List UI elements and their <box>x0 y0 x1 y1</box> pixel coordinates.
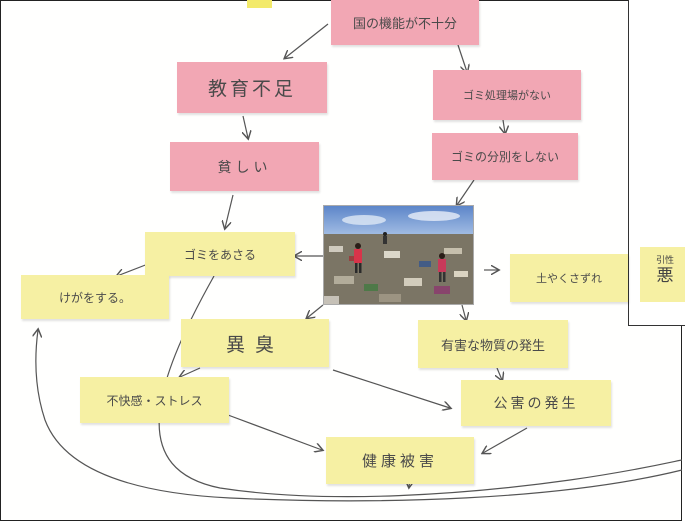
node-text: 貧しい <box>217 159 272 176</box>
node-text: 公害の発生 <box>493 396 579 412</box>
node-text: 教育不足 <box>207 78 296 100</box>
landfill-photo <box>323 205 474 305</box>
node-text: 国の機能が不十分 <box>352 17 457 32</box>
person-figure <box>438 253 446 282</box>
side-note-label: 引性 悪 <box>650 255 680 285</box>
node-health-damage: 健康被害 <box>326 437 474 484</box>
node-text: 不快感・ストレス <box>106 393 203 408</box>
node-text: ゴミの分別をしない <box>450 150 559 164</box>
node-pollution: 公害の発生 <box>461 380 611 426</box>
node-discomfort-stress: 不快感・ストレス <box>80 377 229 423</box>
node-text: 土やくさずれ <box>536 272 602 285</box>
node-text: 健康被害 <box>361 452 438 470</box>
node-text: 異臭 <box>225 333 284 356</box>
side-note-big-text: 悪 <box>656 266 674 286</box>
top-note-edge <box>247 0 272 8</box>
node-scavenging: ゴミをあさる <box>145 232 295 276</box>
person-figure <box>354 243 362 273</box>
node-no-sorting: ゴミの分別をしない <box>432 133 578 180</box>
node-odor: 異臭 <box>181 319 329 367</box>
node-lack-of-education: 教育不足 <box>177 62 327 113</box>
node-text: ゴミ処理場がない <box>463 89 551 102</box>
node-text: ゴミをあさる <box>183 247 256 262</box>
node-text: けがをする。 <box>58 290 131 305</box>
side-note-small-text: 引性 <box>655 256 674 266</box>
landfill-photo-image <box>324 206 473 304</box>
node-poverty: 貧しい <box>170 142 319 191</box>
node-soil: 土やくさずれ <box>510 254 628 302</box>
node-harmful-substances: 有害な物質の発生 <box>418 320 568 368</box>
node-text: 有害な物質の発生 <box>440 338 545 354</box>
node-country-function: 国の機能が不十分 <box>331 0 479 45</box>
node-injury: けがをする。 <box>21 275 169 319</box>
node-no-waste-facility: ゴミ処理場がない <box>433 70 581 120</box>
person-figure <box>383 232 387 244</box>
